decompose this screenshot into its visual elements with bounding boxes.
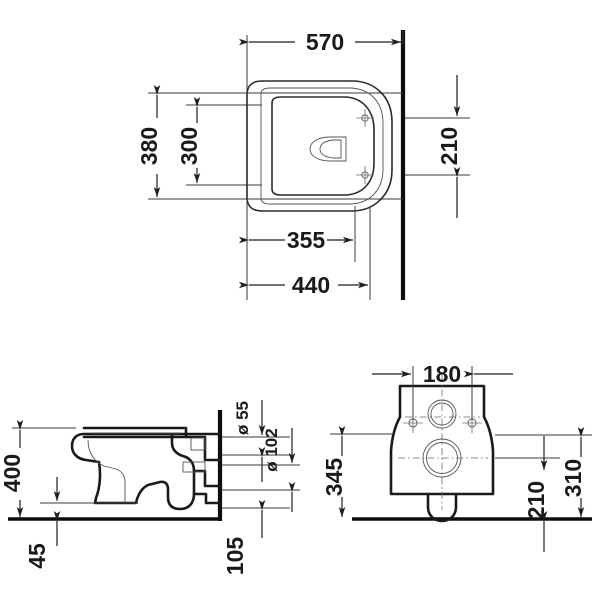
dimension-380: 380: [136, 85, 250, 200]
dimension-310: 310: [495, 427, 592, 517]
bowl-opening: [271, 96, 375, 196]
dim345-label: 345: [321, 458, 347, 497]
bowl-outer-rim: [246, 80, 393, 212]
dimension-400: 400: [0, 420, 76, 517]
dim45-label: 45: [24, 543, 50, 569]
dimension-210-front: 210: [495, 434, 560, 552]
outlet-base-body: [192, 492, 222, 505]
dim310-label: 310: [560, 459, 586, 497]
dim400-label: 400: [0, 454, 25, 492]
dimension-210-top: 210: [405, 75, 470, 218]
front-view-group: 180 345 210 310: [321, 361, 592, 552]
wall-plate-outline: [389, 384, 495, 496]
dimension-45: 45: [24, 477, 138, 569]
outlet-detail-rect-upper: [190, 437, 206, 451]
flush-outlet-top: [330, 136, 347, 162]
dimension-345: 345: [321, 426, 392, 517]
dimension-d55: ø 55: [222, 400, 290, 482]
dimension-d102: ø 102: [222, 428, 300, 512]
toilet-bowl-plan: [246, 80, 393, 212]
outlet-detail-rect-lower: [182, 461, 206, 473]
dimd55-label: ø 55: [233, 401, 252, 435]
dim210front-label: 210: [523, 481, 549, 519]
dimension-355: 355: [239, 199, 356, 300]
dim210top-label: 210: [436, 127, 462, 165]
upper-outlet-hole-front: [427, 399, 457, 429]
dim355-label: 355: [287, 227, 326, 253]
dim180-label: 180: [423, 361, 461, 387]
dimension-180: 180: [372, 361, 513, 420]
dimension-570: 570: [239, 29, 404, 95]
dimension-440: 440: [239, 206, 371, 300]
bowl-inner-profile: [87, 439, 126, 503]
dim380-label: 380: [136, 127, 162, 165]
outlet-lower-body: [192, 469, 222, 488]
bowl-inner-rim: [260, 87, 384, 205]
side-view-group: 400 45 ø 55 ø 102: [0, 400, 300, 575]
toilet-profile-side: [70, 426, 222, 511]
outlet-nub-front: [426, 492, 458, 523]
flush-outlet-outer: [309, 136, 331, 162]
top-view-group: 570 380 300: [136, 29, 470, 300]
seat-rim-side: [82, 426, 188, 439]
dim440-label: 440: [292, 272, 330, 298]
fixing-hole-lower-plan: [356, 166, 374, 184]
dimension-105: 105: [222, 500, 290, 576]
fixing-hole-marks-plan: [356, 109, 374, 184]
dim570-label: 570: [306, 29, 344, 55]
flush-outlet-inner: [319, 139, 342, 159]
dimension-300: 300: [176, 97, 262, 186]
dimd102-label: ø 102: [262, 428, 281, 471]
toilet-body-front: [389, 384, 495, 523]
lower-outlet-hole-front: [422, 438, 462, 478]
dim105-label: 105: [222, 537, 248, 576]
dim300-label: 300: [176, 127, 202, 165]
fixing-hole-upper-plan: [356, 109, 374, 127]
